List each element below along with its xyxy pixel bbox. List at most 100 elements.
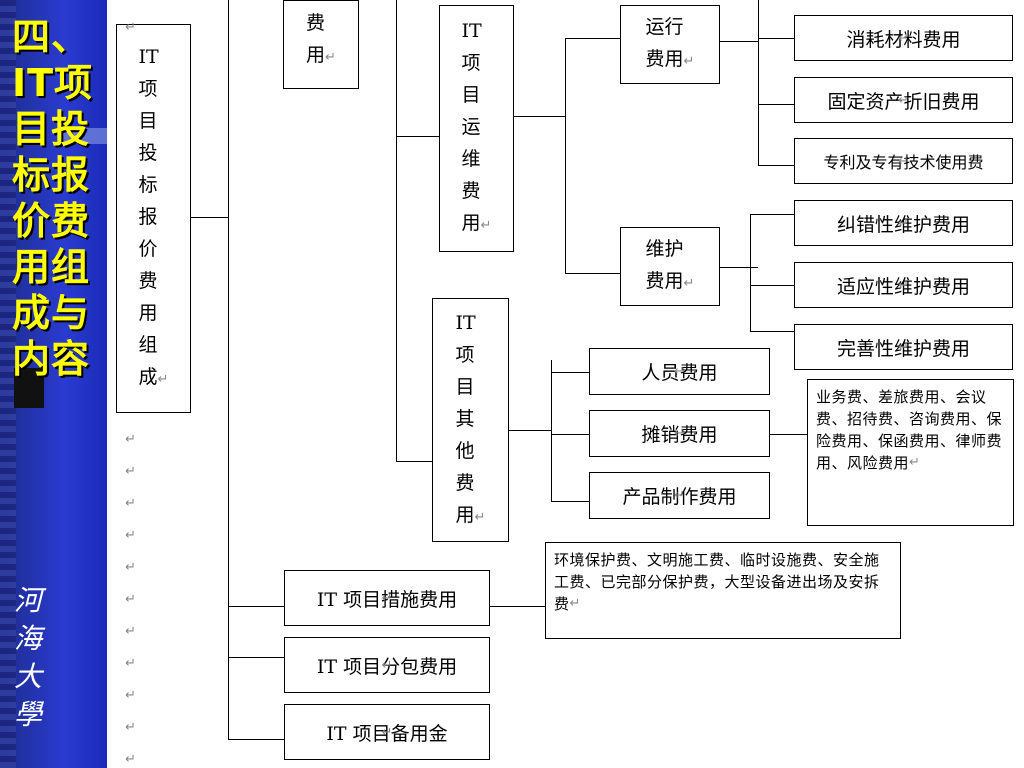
- measures-cost-label: IT 项目措施费用: [316, 588, 458, 611]
- amortization-detail-text: 业务费、差旅费用、会议费、招待费、咨询费用、保险费用、保函费用、律师费用、风险费…: [816, 388, 1003, 472]
- return-mark: ↵: [125, 624, 136, 639]
- run-cost-box: 运行费用↵: [620, 5, 720, 84]
- maint-item-2: 适应性维护费用↵: [794, 262, 1013, 308]
- run-item-2: 固定资产折旧费用↵: [794, 77, 1013, 123]
- indirect-cost-box: 间费用↵: [283, 0, 359, 89]
- other-item-connector-2: [551, 434, 589, 435]
- branch-line: [396, 0, 397, 462]
- subcontract-cost-label: IT 项目分包费用: [316, 655, 458, 678]
- return-mark: ↵: [569, 596, 581, 611]
- ops-out-line: [514, 116, 565, 117]
- maint-out-line: [720, 267, 758, 268]
- return-mark: ↵: [125, 464, 136, 479]
- subcontract-cost-box: IT 项目分包费用↵: [284, 637, 490, 693]
- return-mark: ↵: [674, 488, 685, 503]
- return-mark: ↵: [125, 20, 136, 35]
- maint-cost-box: 维护费用↵: [620, 227, 720, 306]
- maint-item-3: 完善性维护费用↵: [794, 324, 1013, 370]
- return-mark-column: ↵↵↵↵↵↵↵↵↵↵↵↵: [125, 12, 145, 768]
- return-mark: ↵: [381, 590, 393, 606]
- run-item-2-label: 固定资产折旧费用: [827, 90, 980, 113]
- other-item-2-label: 摊销费用: [641, 424, 718, 446]
- run-item-connector-3: [758, 165, 794, 166]
- amort-detail-connector: [770, 434, 807, 435]
- return-mark: ↵: [898, 30, 909, 46]
- run-cost-label: 运行费用↵: [645, 16, 695, 70]
- other-item-connector-1: [551, 372, 589, 373]
- run-item-1: 消耗材料费用↵: [794, 15, 1013, 61]
- other-item-3-label: 产品制作费用: [622, 486, 737, 508]
- other-out-line: [509, 430, 551, 431]
- return-mark: ↵: [125, 496, 136, 511]
- side-pattern: [0, 0, 16, 768]
- slide-side-panel: 河海大學: [0, 0, 107, 768]
- other-item-1-label: 人员费用: [641, 362, 718, 384]
- return-mark: ↵: [125, 720, 136, 735]
- return-mark: ↵: [381, 657, 393, 673]
- return-mark: ↵: [898, 92, 909, 108]
- maint-item-connector-2: [750, 285, 794, 286]
- maint-split-line: [750, 214, 751, 332]
- maint-item-connector-3: [750, 331, 794, 332]
- maint-item-3-label: 完善性维护费用: [836, 337, 970, 360]
- indirect-cost-label: 间费用↵: [306, 0, 336, 66]
- run-item-1-label: 消耗材料费用: [846, 28, 961, 51]
- subcontract-connector: [228, 657, 284, 658]
- maint-item-1-label: 纠错性维护费用: [836, 213, 970, 236]
- root-connector: [191, 217, 228, 218]
- ops-connector: [396, 136, 439, 137]
- reserve-cost-box: IT 项目备用金↵: [284, 704, 490, 760]
- slide-title: 四、 IT项 目投 标报 价费 用组 成与 内容: [12, 15, 94, 381]
- seal-char: 海: [14, 622, 43, 655]
- other-item-2: 摊销费用↵: [589, 410, 770, 457]
- return-mark: ↵: [898, 277, 909, 293]
- maint-item-connector-1: [750, 214, 794, 215]
- run-item-connector-1: [758, 38, 794, 39]
- return-mark: ↵: [125, 528, 136, 543]
- other-split-line: [551, 360, 552, 502]
- maint-connector: [565, 273, 620, 274]
- run-item-3-label: 专利及专有技术使用费: [823, 153, 984, 172]
- reserve-connector: [228, 739, 284, 740]
- return-mark: ↵: [898, 215, 909, 231]
- ops-split-line: [565, 38, 566, 274]
- trunk-line: [228, 0, 229, 740]
- maint-cost-label: 维护费用↵: [645, 238, 695, 292]
- run-item-3: 专利及专有技术使用费↵: [794, 138, 1013, 184]
- return-mark: ↵: [125, 592, 136, 607]
- return-mark: ↵: [674, 426, 685, 441]
- other-item-1: 人员费用↵: [589, 348, 770, 395]
- measures-detail-text: 环境保护费、文明施工费、临时设施费、安全施工费、已完部分保护费，大型设备进出场及…: [554, 551, 880, 613]
- return-mark: ↵: [125, 752, 136, 767]
- measures-connector: [228, 606, 284, 607]
- run-item-connector-2: [758, 104, 794, 105]
- reserve-cost-label: IT 项目备用金: [326, 722, 448, 745]
- run-connector: [565, 38, 620, 39]
- other-item-3: 产品制作费用↵: [589, 472, 770, 519]
- return-mark: ↵: [125, 432, 136, 447]
- run-split-line: [758, 0, 759, 166]
- return-mark: ↵: [381, 724, 393, 740]
- amortization-detail-box: 业务费、差旅费用、会议费、招待费、咨询费用、保险费用、保函费用、律师费用、风险费…: [807, 379, 1014, 526]
- seal-char: 河: [14, 584, 43, 617]
- return-mark: ↵: [898, 339, 909, 355]
- other-connector: [396, 461, 432, 462]
- return-mark: ↵: [909, 455, 921, 470]
- maint-item-1: 纠错性维护费用↵: [794, 200, 1013, 246]
- other-item-connector-3: [551, 501, 589, 502]
- return-mark: ↵: [125, 656, 136, 671]
- measures-detail-connector: [490, 606, 545, 607]
- university-seal: 河海大學: [14, 582, 44, 734]
- seal-char: 大: [14, 660, 43, 693]
- side-dark-block: [14, 368, 44, 408]
- run-out-line: [720, 41, 758, 42]
- return-mark: ↵: [674, 364, 685, 379]
- measures-detail-box: 环境保护费、文明施工费、临时设施费、安全施工费、已完部分保护费，大型设备进出场及…: [545, 542, 901, 639]
